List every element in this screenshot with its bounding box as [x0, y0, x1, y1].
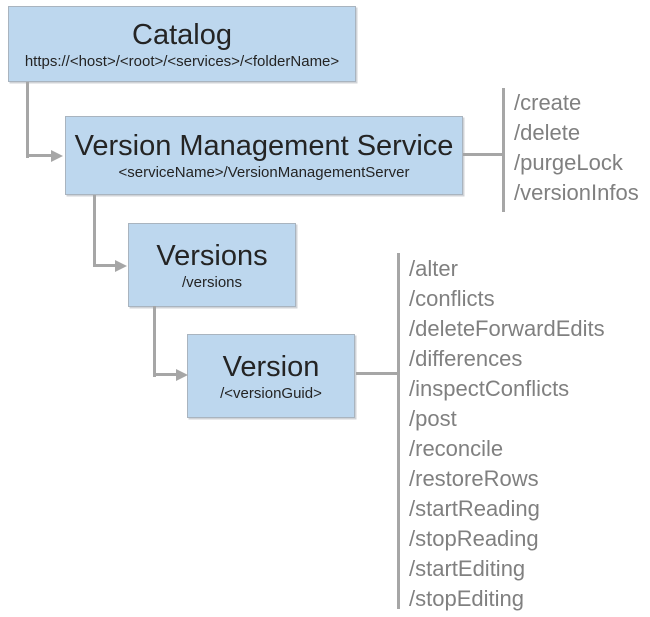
operation-item: /versionInfos [514, 180, 639, 205]
connector-vms-operations [463, 153, 504, 156]
vms-url-pattern: <serviceName>/VersionManagementServer [118, 164, 410, 181]
connector-versions-version-horizontal [153, 373, 177, 376]
operation-item: /stopReading [409, 526, 539, 551]
operation-item: /create [514, 90, 582, 115]
arrow-right-icon [115, 259, 127, 272]
vms-title: Version Management Service [74, 130, 454, 162]
arrow-right-icon [51, 149, 63, 162]
operation-item: /post [409, 406, 457, 431]
arrow-right-icon [176, 368, 188, 381]
catalog-node: Catalog https://<host>/<root>/<services>… [8, 6, 356, 82]
operation-item: /purgeLock [514, 150, 623, 175]
connector-catalog-vms-horizontal [26, 154, 52, 157]
catalog-url-pattern: https://<host>/<root>/<services>/<folder… [24, 52, 340, 70]
operation-item: /reconcile [409, 436, 504, 461]
version-operations-rule [397, 253, 400, 609]
version-operations-list: /alter /conflicts /deleteForwardEdits /d… [409, 254, 605, 614]
connector-versions-version-vertical [153, 306, 156, 377]
version-node: Version /<versionGuid> [187, 334, 355, 418]
version-url-pattern: /<versionGuid> [220, 384, 322, 402]
connector-vms-versions-vertical [93, 195, 96, 267]
connector-catalog-vms-vertical [26, 82, 29, 158]
versions-url-pattern: /versions [181, 273, 243, 291]
version-management-service-node: Version Management Service <serviceName>… [65, 116, 463, 195]
catalog-title: Catalog [132, 18, 232, 51]
vms-operations-rule [502, 88, 505, 212]
operation-item: /deleteForwardEdits [409, 316, 605, 341]
operation-item: /restoreRows [409, 466, 539, 491]
connector-vms-versions-horizontal [93, 264, 116, 267]
operation-item: /inspectConflicts [409, 376, 570, 401]
operation-item: /differences [409, 346, 523, 371]
versions-node: Versions /versions [128, 223, 296, 307]
vms-operations-list: /create /delete /purgeLock /versionInfos [514, 88, 639, 208]
versions-title: Versions [156, 239, 268, 272]
version-title: Version [222, 350, 320, 383]
operation-item: /delete [514, 120, 581, 145]
operation-item: /startReading [409, 496, 540, 521]
operation-item: /stopEditing [409, 586, 524, 611]
operation-item: /startEditing [409, 556, 526, 581]
operation-item: /alter [409, 256, 458, 281]
connector-version-operations [356, 372, 399, 375]
operation-item: /conflicts [409, 286, 495, 311]
